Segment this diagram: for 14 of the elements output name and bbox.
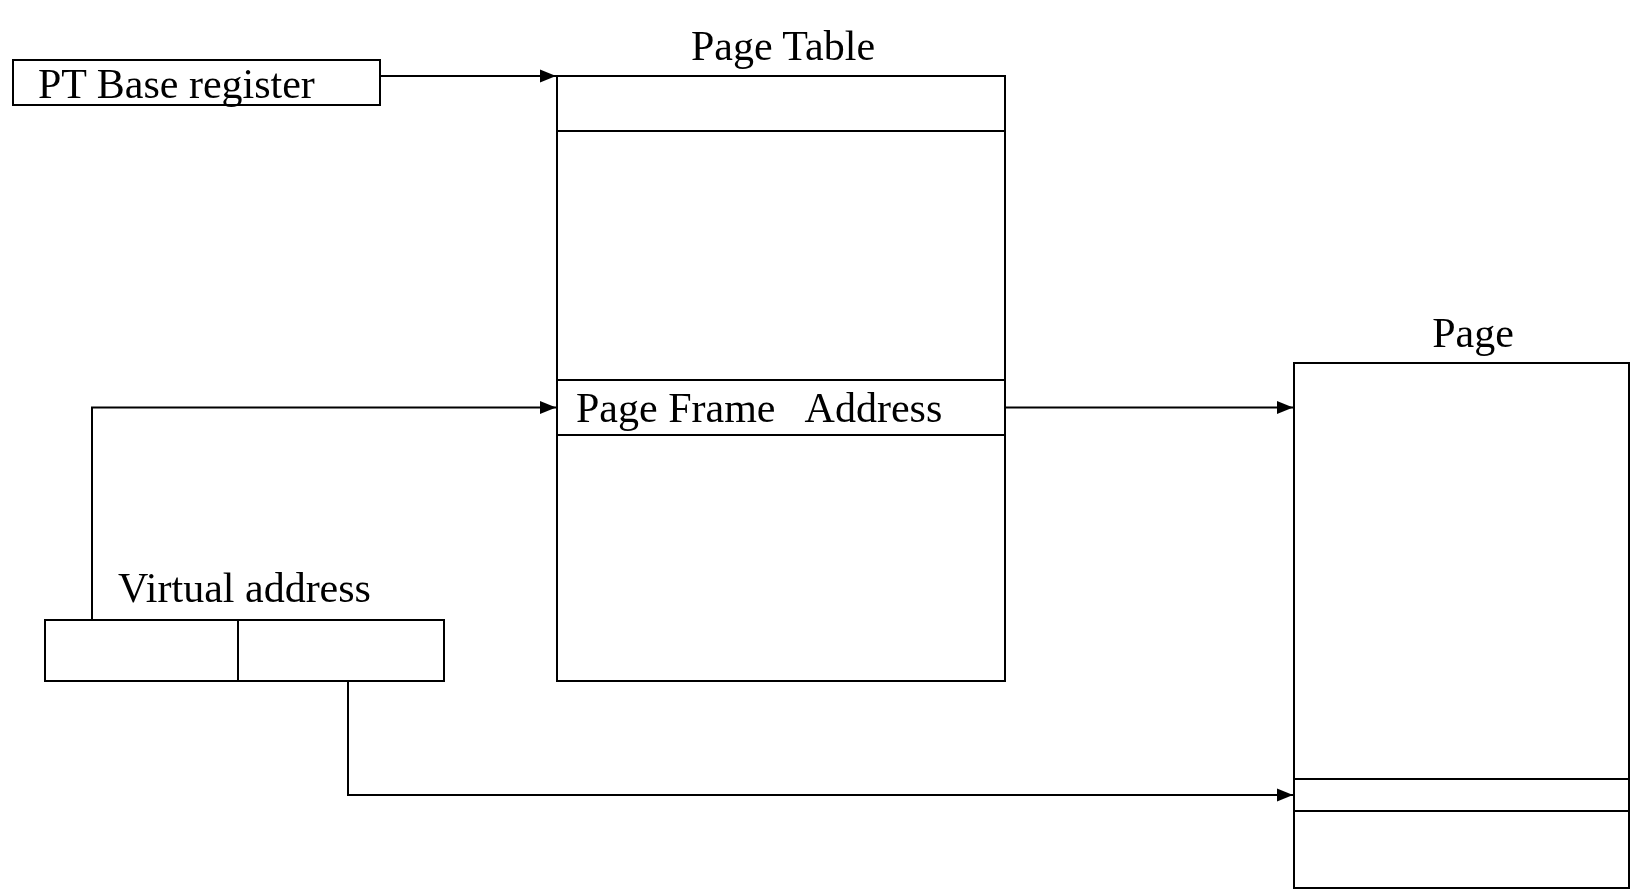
arrow	[1005, 401, 1294, 414]
entry-label: PT Base register	[38, 63, 315, 105]
page-offset-row	[1293, 778, 1630, 812]
arrow	[347, 681, 1294, 802]
entry-label: Page Frame Address	[576, 387, 943, 429]
address-field-box	[44, 619, 239, 682]
arrow	[91, 401, 557, 620]
arrow	[380, 69, 557, 83]
heading: Page	[1432, 309, 1514, 357]
table-entry-row	[556, 379, 1006, 436]
address-field-box	[237, 619, 445, 682]
register-box	[12, 59, 381, 106]
heading: Virtual address	[118, 564, 371, 612]
heading: Page Table	[690, 22, 876, 70]
